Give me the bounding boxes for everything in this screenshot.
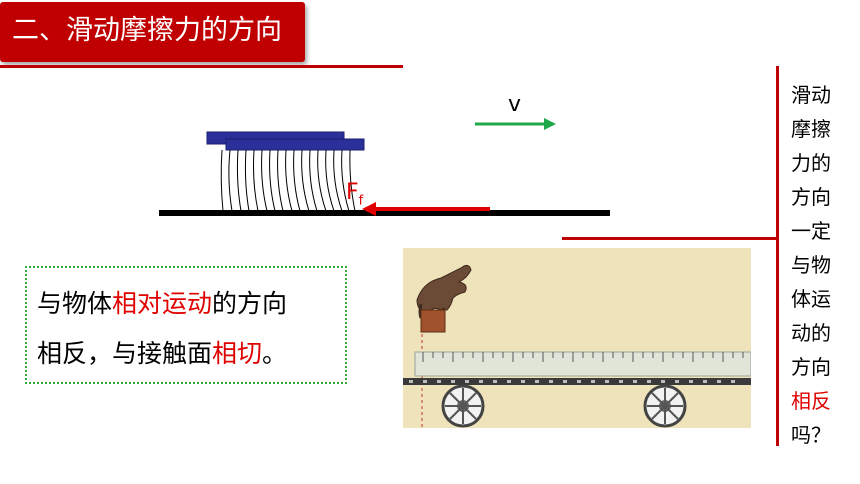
conclusion-highlight-relative-motion: 相对运动 xyxy=(112,289,213,318)
friction-subscript: f xyxy=(358,193,364,209)
bristles xyxy=(220,149,356,212)
conclusion-highlight-tangent: 相切 xyxy=(212,339,263,368)
side-question-line: 一定 xyxy=(791,219,831,243)
conclusion-box: 与物体相对运动的方向 相反，与接触面相切。 xyxy=(25,266,347,384)
ruler xyxy=(414,351,751,377)
friction-label: Ff xyxy=(346,180,363,214)
side-question-line: 动的 xyxy=(791,321,831,345)
side-question-line: 与物 xyxy=(791,253,831,277)
right-wheel xyxy=(643,384,687,428)
side-question-line: 滑动 xyxy=(791,83,831,107)
conclusion-line-2-prefix: 相反，与接触面 xyxy=(37,339,213,368)
conclusion-line-2: 相反，与接触面相切。 xyxy=(37,338,287,370)
friction-arrow xyxy=(362,202,490,216)
cart-experiment-illustration xyxy=(403,248,751,428)
ground-surface xyxy=(159,210,610,216)
velocity-label: v xyxy=(508,92,522,117)
title-underline xyxy=(0,65,403,68)
side-question-line: 方向 xyxy=(791,185,831,209)
side-question-ending: 吗？ xyxy=(791,423,831,447)
section-title-banner: 二、滑动摩擦力的方向 xyxy=(0,2,305,62)
section-title: 二、滑动摩擦力的方向 xyxy=(12,15,282,46)
side-question-line: 方向 xyxy=(791,355,831,379)
question-bracket-vertical xyxy=(776,66,779,446)
question-bracket-horizontal xyxy=(562,237,778,240)
left-wheel xyxy=(441,384,485,428)
side-question: 滑动 摩擦 力的 方向 一定 与物 体运 动的 方向 相反 吗？ xyxy=(791,78,841,452)
side-question-line: 体运 xyxy=(791,287,831,311)
friction-symbol: F xyxy=(346,180,359,205)
side-question-line: 力的 xyxy=(791,151,831,175)
conclusion-line-1-suffix: 的方向 xyxy=(212,289,288,318)
velocity-arrow xyxy=(475,118,556,130)
conclusion-line-1: 与物体相对运动的方向 xyxy=(37,288,287,320)
conclusion-line-2-suffix: 。 xyxy=(262,339,288,368)
conclusion-line-1-prefix: 与物体 xyxy=(37,289,113,318)
friction-diagram xyxy=(159,118,610,216)
side-question-line: 摩擦 xyxy=(791,117,831,141)
side-question-highlight: 相反 xyxy=(791,389,831,413)
small-block xyxy=(420,309,446,333)
bottom-block xyxy=(225,138,365,151)
